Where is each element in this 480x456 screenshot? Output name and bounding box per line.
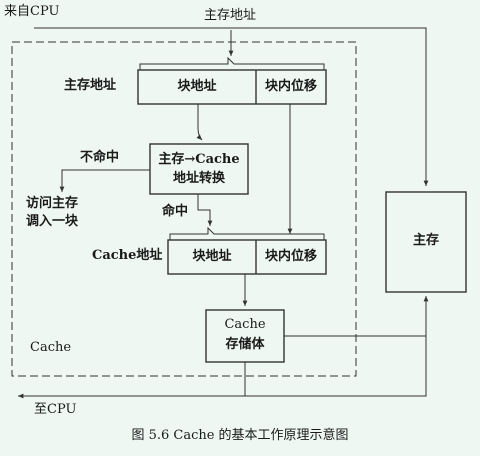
figure-caption: 图 5.6 Cache 的基本工作原理示意图 [131, 428, 349, 443]
block-address-cell-1: 块地址 [177, 79, 217, 94]
miss-label: 不命中 [80, 150, 120, 165]
cache-group-label: Cache [30, 340, 72, 355]
cache-storage-line-1: Cache [224, 317, 266, 332]
translation-line-2: 地址转换 [172, 171, 225, 186]
translation-line-1: 主存→Cache [158, 152, 240, 167]
block-address-cell-2: 块地址 [192, 249, 232, 264]
block-offset-cell-1: 块内位移 [264, 79, 317, 94]
access-main-label-2: 调入一块 [26, 214, 79, 229]
from-cpu-label: 来自CPU [4, 4, 60, 19]
to-cpu-label: 至CPU [34, 402, 77, 417]
cache-storage-line-2: 存储体 [225, 337, 265, 352]
main-memory-box [385, 191, 467, 293]
hit-label: 命中 [162, 204, 189, 219]
address-translation-box [149, 143, 249, 195]
main-address-register [137, 69, 327, 105]
cache-address-register [167, 239, 327, 275]
cache-address-label: Cache地址 [92, 248, 163, 263]
main-address-left-label: 主存地址 [64, 78, 117, 93]
block-offset-cell-2: 块内位移 [264, 249, 317, 264]
access-main-label-1: 访问主存 [26, 196, 79, 211]
main-memory-label: 主存 [412, 233, 439, 248]
cache-boundary [11, 41, 357, 377]
main-address-top-label: 主存地址 [204, 8, 257, 23]
